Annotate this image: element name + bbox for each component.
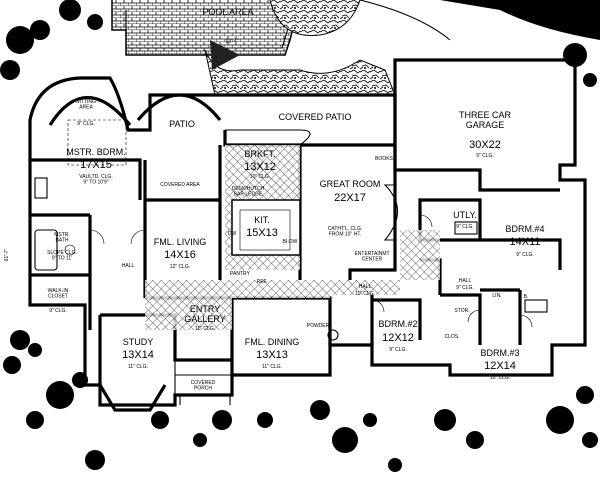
room-hall-main: HALL 11" CLG. <box>355 284 375 297</box>
family-living-size: 14X16 <box>164 249 196 261</box>
room-bedroom2: BDRM.#2 12X12 9" CLG. <box>378 319 417 353</box>
master-bedroom-note: VAULTD. CLG.9" TO 10'9" <box>79 174 112 186</box>
bedroom2-size: 12X12 <box>382 332 414 344</box>
breakfast-size: 13X12 <box>244 161 276 173</box>
family-living-label: FML. LIVING <box>154 237 207 247</box>
bedroom4-size: 14X11 <box>510 236 541 248</box>
bedroom3-label: BDRM.#3 <box>480 348 519 358</box>
kitchen-extra-dw: DW <box>228 231 237 237</box>
room-family-living: FML. LIVING 14X16 12" CLG. <box>154 237 207 270</box>
family-dining-note: 11" CLG. <box>262 364 282 370</box>
hall-main-label: HALL <box>359 284 372 290</box>
room-great-room: GREAT ROOM 22X17 CATHT'L. CLG.FROM 10'' … <box>320 156 394 263</box>
room-family-dining: FML. DINING 13X13 11" CLG. <box>245 337 300 370</box>
room-bedroom3: BDRM.#3 12X14 10" CLG. <box>480 348 519 381</box>
kitchen-extra-bidw: BI-DW <box>283 239 298 245</box>
family-dining-size: 13X13 <box>256 349 288 361</box>
powder-label: POWDER <box>307 323 330 329</box>
room-utility: UTLY. 9" CLG. <box>453 210 477 230</box>
walkin-closet-note: 9" CLG. <box>49 308 67 314</box>
bedroom2-note: 9" CLG. <box>389 347 407 353</box>
hall-master-label: HALL <box>122 263 135 269</box>
kitchen-extra-ref: REF. <box>257 279 268 285</box>
bedroom4-label: BDRM.#4 <box>505 224 544 234</box>
family-dining-label: FML. DINING <box>245 337 300 347</box>
room-master-bedroom: MSTR. BDRM. 17X15 VAULTD. CLG.9" TO 10'9… <box>66 147 126 186</box>
patio-label: PATIO <box>169 119 195 129</box>
covered-patio-label: COVERED PATIO <box>279 112 352 122</box>
bedroom4-note: 9" CLG. <box>516 252 534 258</box>
sitting-note: 9" CLG. <box>77 121 95 127</box>
hall-bed-label: HALL <box>459 278 472 284</box>
room-master-bath: MSTR.BATH SLOPE CLG.9" TO 11' <box>47 232 77 262</box>
study-size: 13X14 <box>122 349 154 361</box>
room-study: STUDY 13X14 11" CLG. <box>122 337 154 370</box>
great-room-label: GREAT ROOM <box>320 179 381 189</box>
master-bath-note: SLOPE CLG.9" TO 11' <box>47 250 77 262</box>
room-bedroom4: BDRM.#4 14X11 9" CLG. <box>505 224 544 258</box>
dimension-label: 93'-4" <box>226 39 239 45</box>
master-bath-label: MSTR.BATH <box>54 232 70 244</box>
bedroom3-size: 12X14 <box>484 360 516 372</box>
pool-area-label: POOL AREA <box>202 7 253 17</box>
kitchen-label: KIT. <box>254 215 270 225</box>
hall-main-note: 11" CLG. <box>355 291 375 297</box>
depth-dimension-label: 61'-7" <box>4 248 10 261</box>
covered-area-label: COVERED AREA <box>160 182 200 188</box>
storage-label: STOR. <box>454 308 469 314</box>
pool-area <box>111 0 600 96</box>
master-bedroom-label: MSTR. BDRM. <box>66 147 126 157</box>
room-hall-bed: HALL 9" CLG. <box>456 278 474 291</box>
study-note: 11" CLG. <box>128 364 148 370</box>
hall-bed-note: 9" CLG. <box>456 285 474 291</box>
closet-label: CLOS. <box>444 334 459 340</box>
bedroom2-label: BDRM.#2 <box>378 319 417 329</box>
kitchen-extra-pantry: PANTRY <box>230 271 250 277</box>
garage-size: 30X22 <box>469 139 501 151</box>
exterior-wall <box>28 58 587 407</box>
utility-note: 9" CLG. <box>456 224 474 230</box>
bath-fixtures <box>34 177 548 341</box>
entry-note: 11" CLG. <box>195 326 215 332</box>
great-room-books: BOOKS <box>375 156 393 162</box>
great-room-note: CATHT'L. CLG.FROM 10'' HT. <box>328 226 362 238</box>
linen-label: LIN. <box>492 293 501 299</box>
garage-note: 9" CLG. <box>476 153 494 159</box>
family-living-note: 12" CLG. <box>170 264 190 270</box>
kitchen-size: 15X13 <box>246 227 278 239</box>
master-bedroom-size: 17X15 <box>80 159 112 171</box>
great-room-size: 22X17 <box>334 192 366 204</box>
study-label: STUDY <box>123 337 154 347</box>
utility-label: UTLY. <box>453 210 477 220</box>
bedroom3-note: 10" CLG. <box>490 375 510 381</box>
bath-label: B. <box>524 294 529 300</box>
breakfast-label: BRKFT. <box>244 149 275 159</box>
room-kitchen: KIT. 15X13 DW PANTRY REF. BI-DW <box>228 215 298 285</box>
breakfast-note: 10" CLG. <box>250 174 270 180</box>
